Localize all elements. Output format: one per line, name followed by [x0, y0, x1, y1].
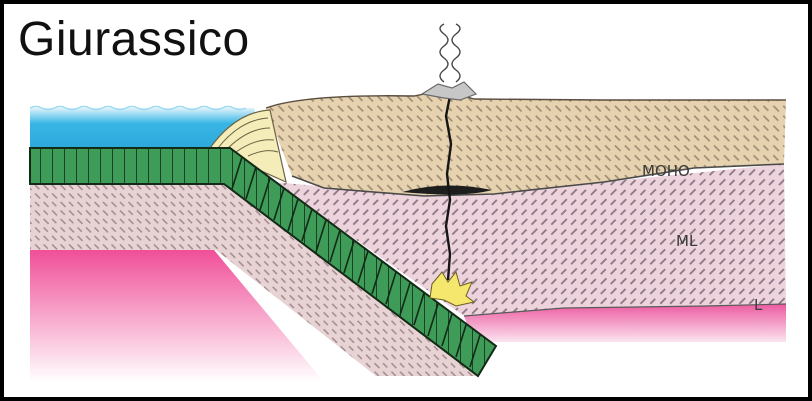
label-ml: ML: [676, 232, 697, 250]
diagram-canvas: Giurassico MOHO ML L: [4, 4, 808, 397]
label-l: L: [754, 296, 762, 314]
volcanic-plume: [440, 24, 460, 82]
label-moho: MOHO: [642, 162, 690, 180]
page-title: Giurassico: [18, 16, 250, 64]
